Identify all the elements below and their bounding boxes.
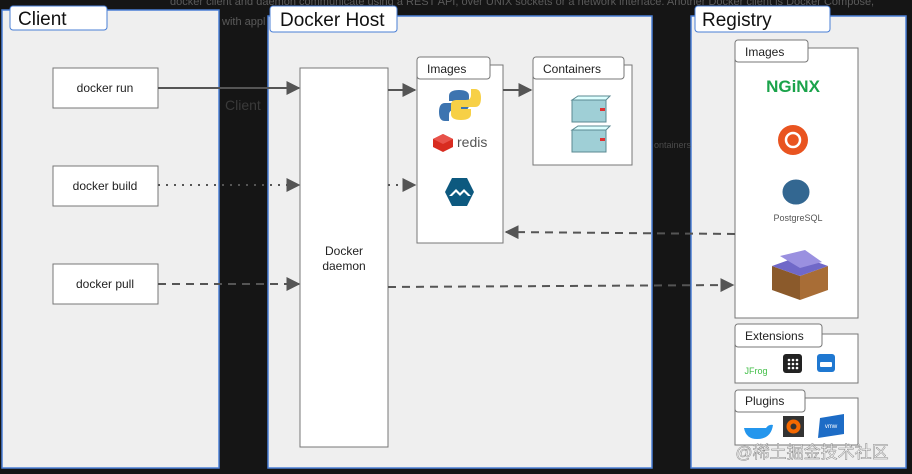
container-icon: [570, 95, 612, 123]
watermark: @稀土掘金技术社区: [735, 443, 888, 462]
plugins-box: Plugins vmw: [734, 389, 859, 446]
disk-icon: [817, 354, 835, 372]
docker-host-title: Docker Host: [280, 10, 385, 31]
background-text: docker client and daemon communicate usi…: [170, 0, 874, 8]
registry-title: Registry: [702, 10, 772, 31]
python-icon: [439, 89, 481, 121]
svg-text:Images: Images: [745, 45, 784, 59]
postgresql-icon: PostgreSQL: [773, 178, 823, 223]
background-client-label: Client: [225, 97, 261, 113]
svg-text:docker build: docker build: [73, 179, 138, 193]
svg-text:PostgreSQL: PostgreSQL: [773, 213, 822, 223]
ubuntu-icon: [778, 125, 808, 155]
grafana-icon: [783, 416, 804, 437]
svg-text:Plugins: Plugins: [745, 394, 784, 408]
svg-text:vmw: vmw: [825, 424, 838, 430]
svg-text:Docker: Docker: [325, 244, 363, 258]
svg-text:docker run: docker run: [77, 81, 134, 95]
svg-text:redis: redis: [457, 134, 487, 150]
jfrog-icon: JFrog: [744, 366, 767, 376]
box-icon: [772, 250, 828, 300]
svg-text:docker pull: docker pull: [76, 277, 134, 291]
background-text: with appl: [221, 16, 265, 28]
grid-app-icon: [783, 354, 802, 373]
svg-text:daemon: daemon: [322, 259, 365, 273]
docker-daemon: Docker daemon: [299, 67, 389, 448]
background-containers-label: ontainers: [654, 140, 692, 150]
docker-pull-command[interactable]: docker pull: [52, 263, 159, 305]
container-icon: [570, 125, 612, 153]
alpine-icon: [445, 178, 474, 206]
client-title: Client: [18, 9, 67, 30]
host-containers-box: Containers: [532, 56, 633, 166]
redis-icon: redis: [433, 134, 487, 152]
arrows: [158, 81, 736, 293]
extensions-box: Extensions JFrog: [734, 323, 859, 384]
svg-text:Images: Images: [427, 62, 466, 76]
nginx-icon: NGiNX: [766, 77, 821, 96]
docker-build-command[interactable]: docker build: [52, 165, 159, 207]
daemon-to-registry-arrow: [387, 278, 735, 293]
vmware-icon: vmw: [818, 414, 844, 438]
docker-run-command[interactable]: docker run: [52, 67, 159, 109]
host-images-box: Images redis: [416, 56, 504, 244]
registry-images-box: Images NGiNX PostgreSQL: [734, 39, 859, 319]
docker-whale-icon: [744, 424, 773, 439]
svg-text:Containers: Containers: [543, 62, 601, 76]
registry-to-images-arrow: [504, 225, 736, 240]
svg-text:Extensions: Extensions: [745, 329, 804, 343]
